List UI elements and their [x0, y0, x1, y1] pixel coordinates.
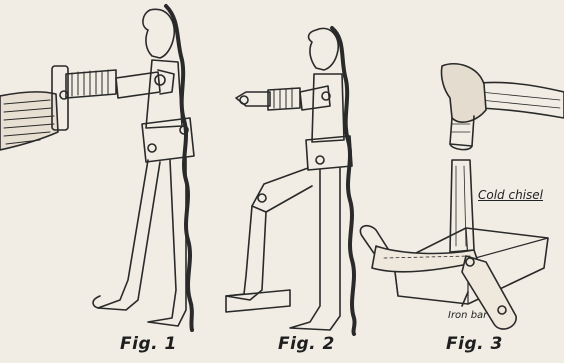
fig3-hammer	[441, 64, 564, 150]
fig1-jointed-figure	[93, 6, 194, 330]
fig1-fur-material	[0, 92, 58, 150]
figure-1-drawing	[0, 6, 194, 330]
figure-1-caption: Fig. 1	[120, 334, 177, 354]
iron-bar-label: Iron bar	[448, 310, 487, 321]
fig1-clamp-device	[52, 66, 116, 130]
fig3-cold-chisel	[450, 160, 474, 252]
fig2-jointed-figure	[226, 28, 355, 334]
figure-2-drawing	[226, 28, 355, 334]
fig2-clamp-device	[236, 88, 300, 110]
figure-3-caption: Fig. 3	[446, 334, 503, 354]
figure-2-caption: Fig. 2	[278, 334, 335, 354]
cold-chisel-label: Cold chisel	[478, 188, 543, 202]
